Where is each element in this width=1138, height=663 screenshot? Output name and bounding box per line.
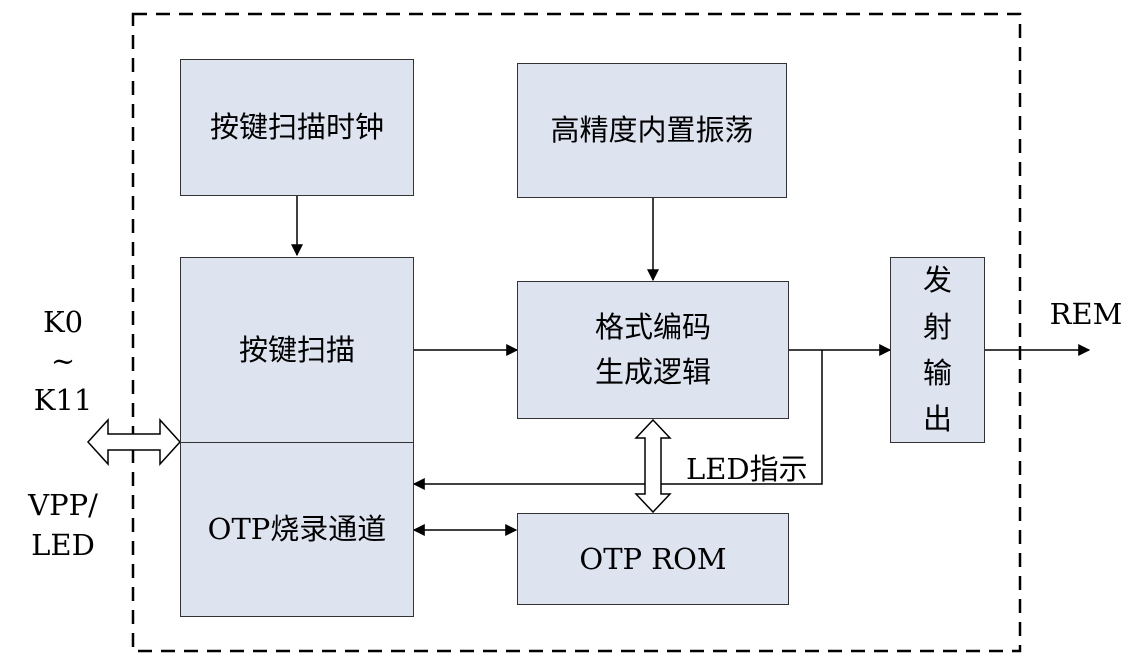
- transmit-char-2: 射: [922, 309, 952, 344]
- transmit-char-3: 输: [922, 356, 952, 390]
- key-scan-block: 按键扫描: [180, 257, 414, 443]
- vpp-label: VPP/: [28, 488, 98, 522]
- otp-rom-label: OTP ROM: [579, 541, 727, 576]
- led-indicator-label: LED指示: [686, 452, 808, 486]
- key-end-label: K11: [33, 383, 93, 417]
- led-pin-label: LED: [31, 528, 95, 562]
- arrow-led-indicator: [412, 350, 823, 490]
- otp-rom-block: OTP ROM: [517, 513, 789, 605]
- rem-label: REM: [1049, 297, 1123, 331]
- transmit-char-4: 出: [922, 402, 952, 437]
- format-logic-block: 格式编码 生成逻辑: [517, 281, 789, 419]
- oscillator-block: 高精度内置振荡: [517, 63, 787, 198]
- key-start-label: K0: [42, 305, 84, 339]
- oscillator-label: 高精度内置振荡: [550, 113, 754, 148]
- format-logic-line2: 生成逻辑: [594, 355, 711, 389]
- key-scan-label: 按键扫描: [238, 332, 355, 367]
- transmit-char-1: 发: [922, 263, 952, 298]
- chip-boundary: [131, 12, 1022, 653]
- bus-logic-rom: [634, 418, 672, 514]
- key-scan-clock-label: 按键扫描时钟: [209, 110, 384, 145]
- key-tilde-label: ~: [50, 344, 76, 378]
- key-scan-clock-block: 按键扫描时钟: [180, 59, 414, 196]
- otp-burn-label: OTP烧录通道: [207, 512, 387, 547]
- otp-burn-block: OTP烧录通道: [180, 442, 414, 617]
- format-logic-line1: 格式编码: [594, 310, 711, 345]
- transmit-output-block: 发 射 输 出: [890, 257, 985, 443]
